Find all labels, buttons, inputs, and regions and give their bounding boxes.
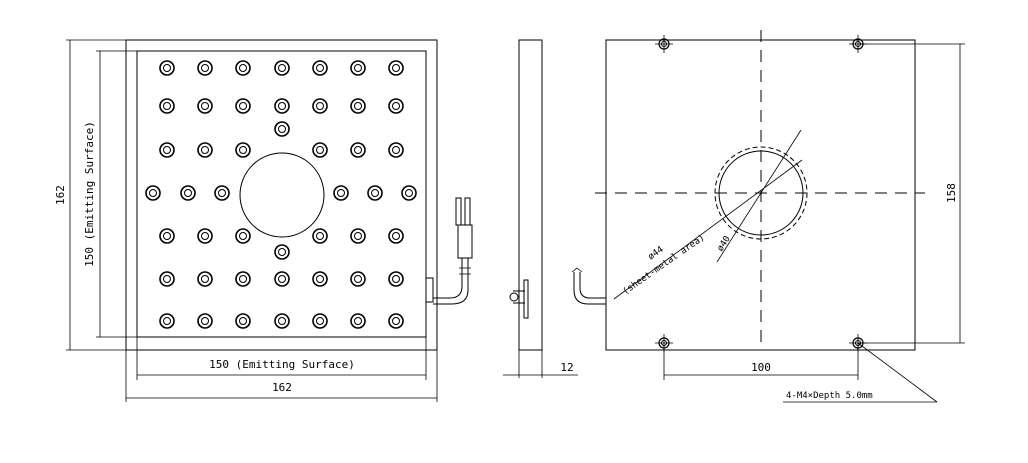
led-lens [235, 98, 251, 114]
led-lens [235, 313, 251, 329]
led-lens [312, 228, 328, 244]
dim-rear-height: 158 [945, 183, 958, 203]
front-view: 150 (Emitting Surface) 162 150 (Emitting… [54, 39, 473, 402]
led-lens [388, 98, 404, 114]
led-lens [214, 185, 230, 201]
dim-diameter-inner: ø40 [716, 234, 733, 253]
led-lens [197, 228, 213, 244]
connector-cable [426, 197, 473, 305]
bore-outer-circle [714, 146, 808, 240]
led-lens [312, 60, 328, 76]
led-lens [197, 60, 213, 76]
dim-total-width: 162 [272, 381, 292, 394]
led-lens [274, 60, 290, 76]
led-lens [350, 313, 366, 329]
led-lens [159, 313, 175, 329]
led-lens [333, 185, 349, 201]
hole-note: 4-M4×Depth 5.0mm [786, 391, 873, 401]
led-lens [388, 271, 404, 287]
led-lens [388, 60, 404, 76]
led-lens [159, 98, 175, 114]
led-lens [312, 313, 328, 329]
front-left-dimensions: 150 (Emitting Surface) 162 [54, 39, 137, 351]
led-lens [401, 185, 417, 201]
led-lens [274, 271, 290, 287]
led-lens [312, 98, 328, 114]
led-lens [350, 228, 366, 244]
led-lens [159, 228, 175, 244]
led-lens [197, 142, 213, 158]
front-bottom-dimensions: 150 (Emitting Surface) 162 [125, 337, 438, 402]
dim-diameter-outer-note: (sheet-metal area) [621, 233, 707, 297]
front-emitting-surface [136, 50, 427, 338]
led-lens [388, 142, 404, 158]
led-lens [274, 313, 290, 329]
rear-hole-spacing-dimension: 100 [663, 343, 859, 380]
led-lens [388, 228, 404, 244]
hole-callout: 4-M4×Depth 5.0mm [783, 342, 938, 403]
side-profile [518, 39, 543, 351]
led-lens [312, 142, 328, 158]
led-lens [350, 271, 366, 287]
led-lens [197, 271, 213, 287]
led-lens [180, 185, 196, 201]
led-lens [159, 271, 175, 287]
dim-thickness: 12 [560, 361, 573, 374]
rear-height-dimension: 158 [858, 43, 965, 344]
led-lens [350, 98, 366, 114]
central-aperture [239, 152, 325, 238]
led-lens [235, 228, 251, 244]
led-lens [235, 60, 251, 76]
side-cable [509, 279, 529, 319]
led-lens [159, 60, 175, 76]
rear-cable [571, 267, 606, 305]
led-lens [312, 271, 328, 287]
side-view: 12 [503, 39, 578, 378]
led-lens [145, 185, 161, 201]
led-lens [159, 142, 175, 158]
dim-emitting-width: 150 (Emitting Surface) [209, 358, 355, 371]
led-lens [235, 271, 251, 287]
bore-inner-circle [718, 150, 804, 236]
led-lens [274, 244, 290, 260]
mount-hole [655, 35, 673, 53]
front-outer-frame [125, 39, 438, 351]
led-array [145, 60, 417, 329]
dim-emitting-height: 150 (Emitting Surface) [83, 121, 96, 267]
side-thickness-dimension: 12 [503, 350, 578, 378]
led-lens [274, 98, 290, 114]
led-lens [197, 313, 213, 329]
led-lens [350, 142, 366, 158]
led-lens [235, 142, 251, 158]
dim-hole-spacing: 100 [751, 361, 771, 374]
led-lens [274, 121, 290, 137]
led-lens [367, 185, 383, 201]
led-lens [388, 313, 404, 329]
rear-view: ø44 (sheet-metal area) ø40 158 100 [571, 30, 965, 403]
dim-total-height: 162 [54, 185, 67, 205]
led-lens [350, 60, 366, 76]
led-lens [197, 98, 213, 114]
